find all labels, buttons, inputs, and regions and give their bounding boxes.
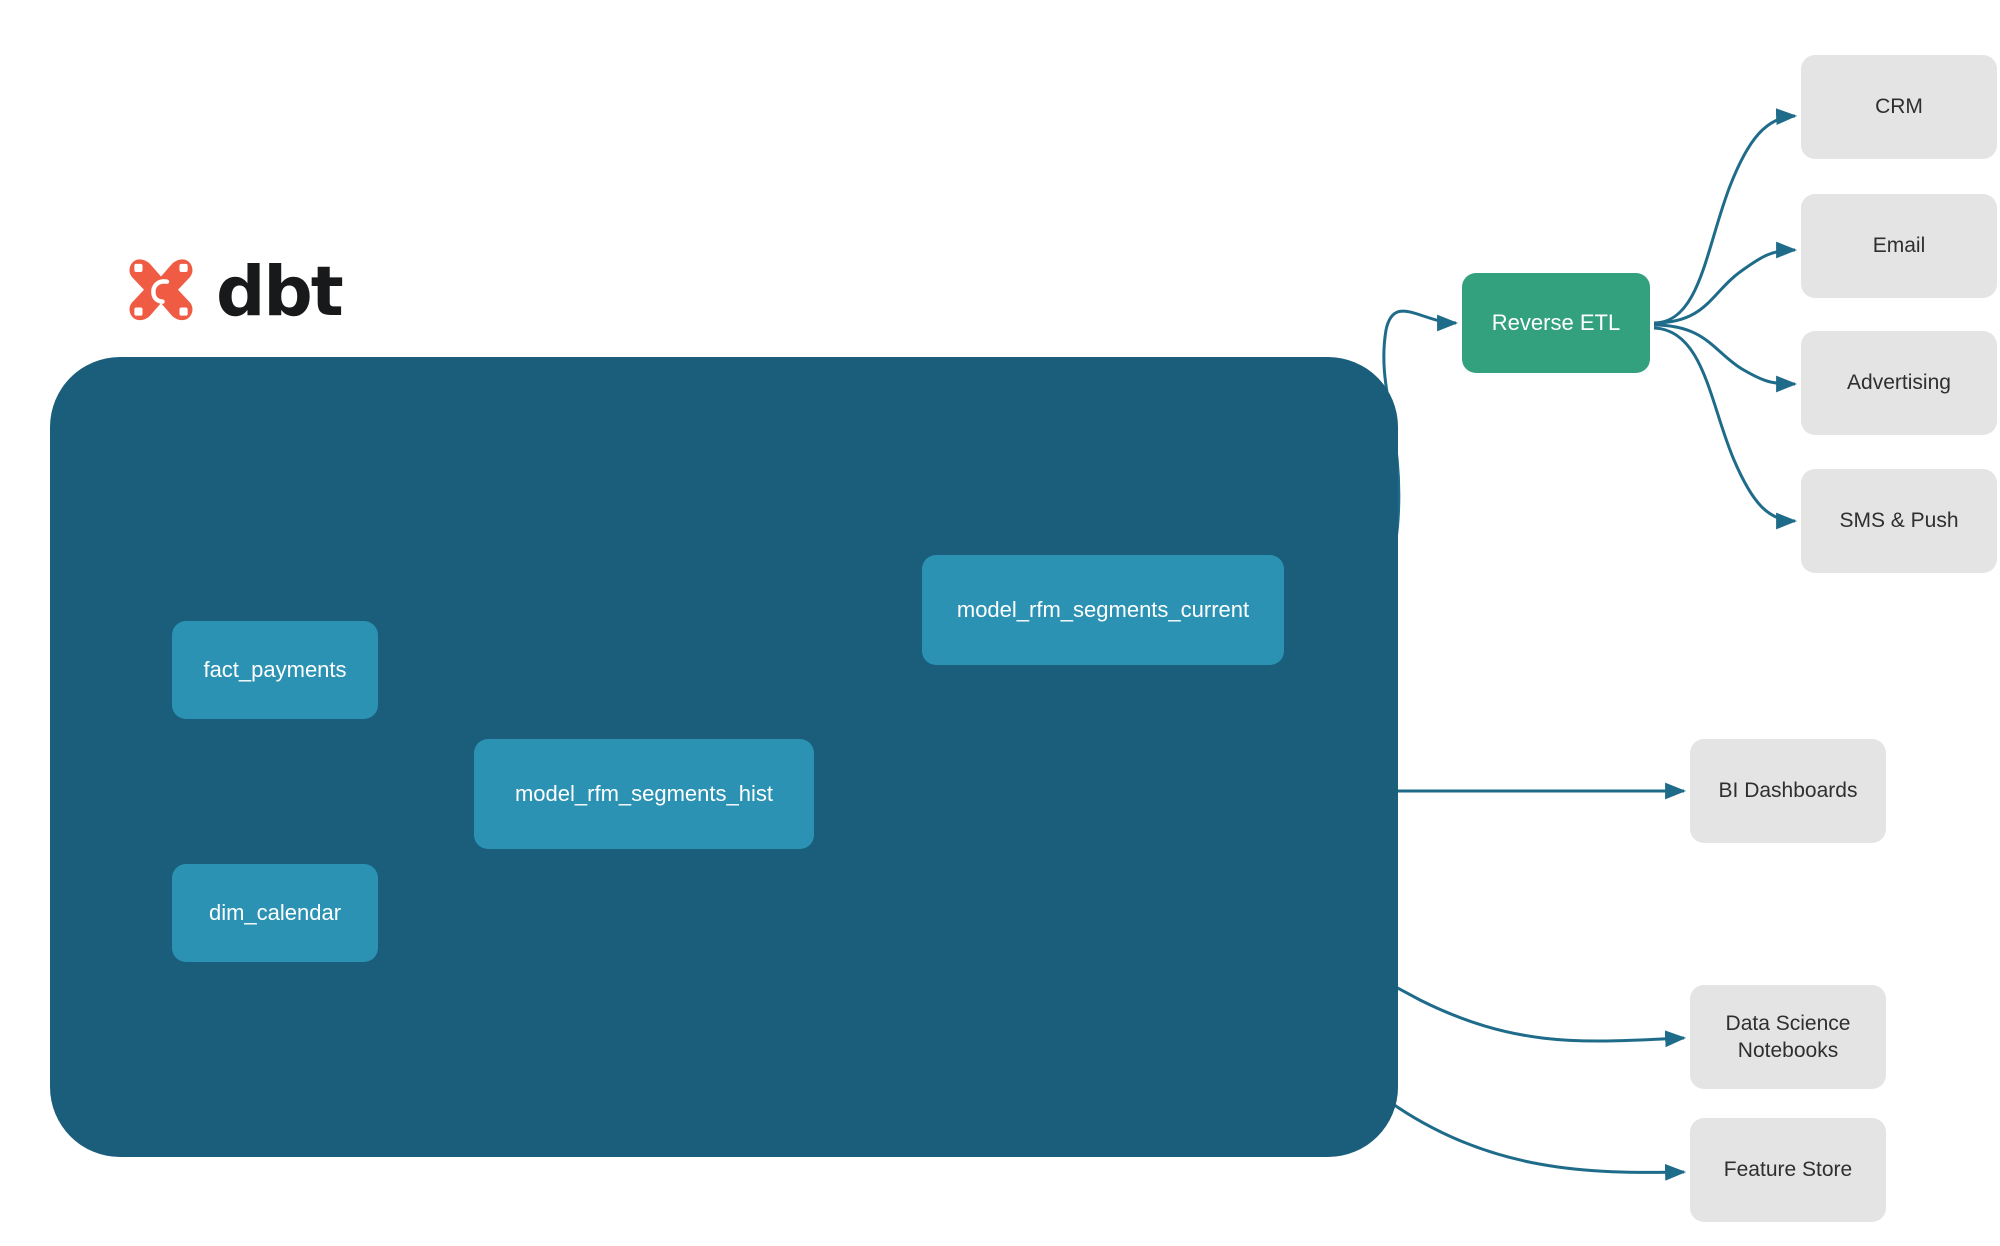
edge-reverse-etl-to-email — [1653, 241, 1798, 325]
destination-label: BI Dashboards — [1718, 779, 1858, 803]
destination-node-sms-push[interactable]: SMS & Push — [1801, 469, 1997, 573]
destination-label: Email — [1872, 234, 1926, 258]
destination-node-feature-store[interactable]: Feature Store — [1690, 1118, 1886, 1222]
destination-label: Feature Store — [1723, 1158, 1853, 1182]
destination-label-line2: Notebooks — [1737, 1039, 1839, 1062]
destination-node-email[interactable]: Email — [1801, 194, 1997, 298]
dbt-logo-mark — [129, 259, 193, 321]
model-node-label: dim_calendar — [208, 900, 342, 925]
destination-label: Data Science Notebooks — [1726, 1010, 1851, 1065]
reverse-etl-node[interactable]: Reverse ETL — [1462, 273, 1650, 373]
reverse-etl-label: Reverse ETL — [1491, 310, 1621, 335]
destination-node-advertising[interactable]: Advertising — [1801, 331, 1997, 435]
model-node-label: model_rfm_segments_current — [956, 597, 1250, 622]
model-node-label: fact_payments — [203, 657, 347, 682]
destination-label: SMS & Push — [1839, 509, 1959, 533]
edge-reverse-etl-to-crm — [1653, 108, 1798, 325]
destination-node-crm[interactable]: CRM — [1801, 55, 1997, 159]
model-node-rfm-segments-hist[interactable]: model_rfm_segments_hist — [474, 739, 814, 849]
destination-node-bi-dashboards[interactable]: BI Dashboards — [1690, 739, 1886, 843]
dbt-brand-lockup: dbt — [124, 251, 344, 332]
destination-label: CRM — [1875, 95, 1923, 119]
destination-label-line1: Data Science — [1725, 1011, 1851, 1035]
model-node-dim-calendar[interactable]: dim_calendar — [172, 864, 378, 962]
model-node-label: model_rfm_segments_hist — [514, 781, 773, 806]
destination-node-data-science-notebooks[interactable]: Data Science Notebooks — [1690, 985, 1886, 1089]
model-node-fact-payments[interactable]: fact_payments — [172, 621, 378, 719]
dbt-wordmark: dbt — [216, 251, 344, 332]
destination-label: Advertising — [1847, 371, 1951, 395]
edge-reverse-etl-to-sms-push — [1653, 326, 1798, 530]
edge-reverse-etl-to-advertising — [1653, 323, 1798, 393]
model-node-rfm-segments-current[interactable]: model_rfm_segments_current — [922, 555, 1284, 665]
